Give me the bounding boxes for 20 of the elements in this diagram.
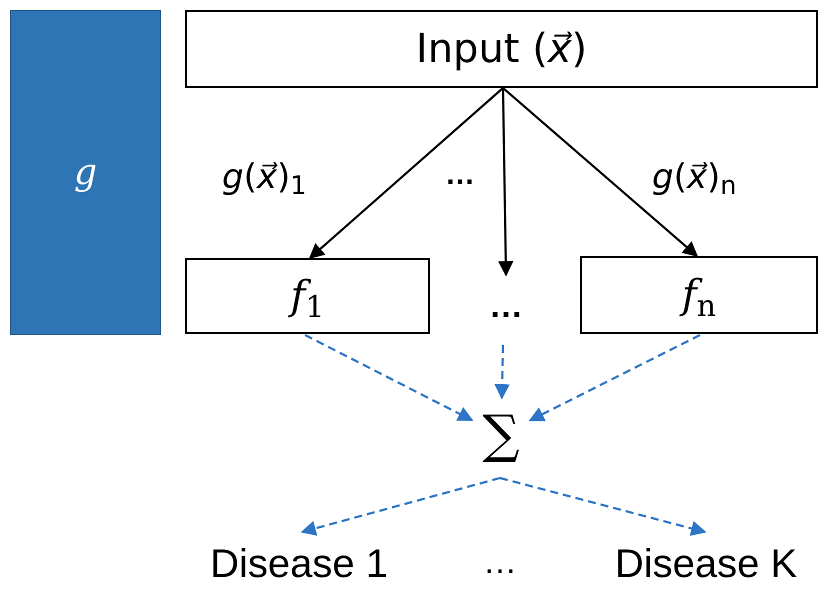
arrow (528, 334, 700, 422)
ellipsis: … (444, 160, 476, 190)
output-label: Disease K (596, 538, 816, 590)
function-box: f$_{n}$ (580, 256, 818, 334)
sum-symbol: ∑ (472, 398, 530, 472)
arrow (300, 476, 500, 536)
arrow (304, 334, 474, 422)
function-box: f$_{1}$ (185, 258, 430, 334)
ellipsis: … (478, 275, 534, 337)
arrow (498, 88, 514, 277)
arrow (502, 87, 698, 257)
arrow (308, 87, 504, 260)
ellipsis: … (482, 545, 518, 579)
input-box: Input (x⃗) (185, 10, 818, 88)
arrow (500, 476, 706, 536)
edge-label: g(x⃗)$_{n}$ (652, 160, 736, 194)
edge-label: g(x⃗)$_{1}$ (222, 160, 306, 194)
side-panel: g (10, 10, 161, 335)
arrow (494, 344, 510, 400)
output-label: Disease 1 (188, 538, 410, 590)
